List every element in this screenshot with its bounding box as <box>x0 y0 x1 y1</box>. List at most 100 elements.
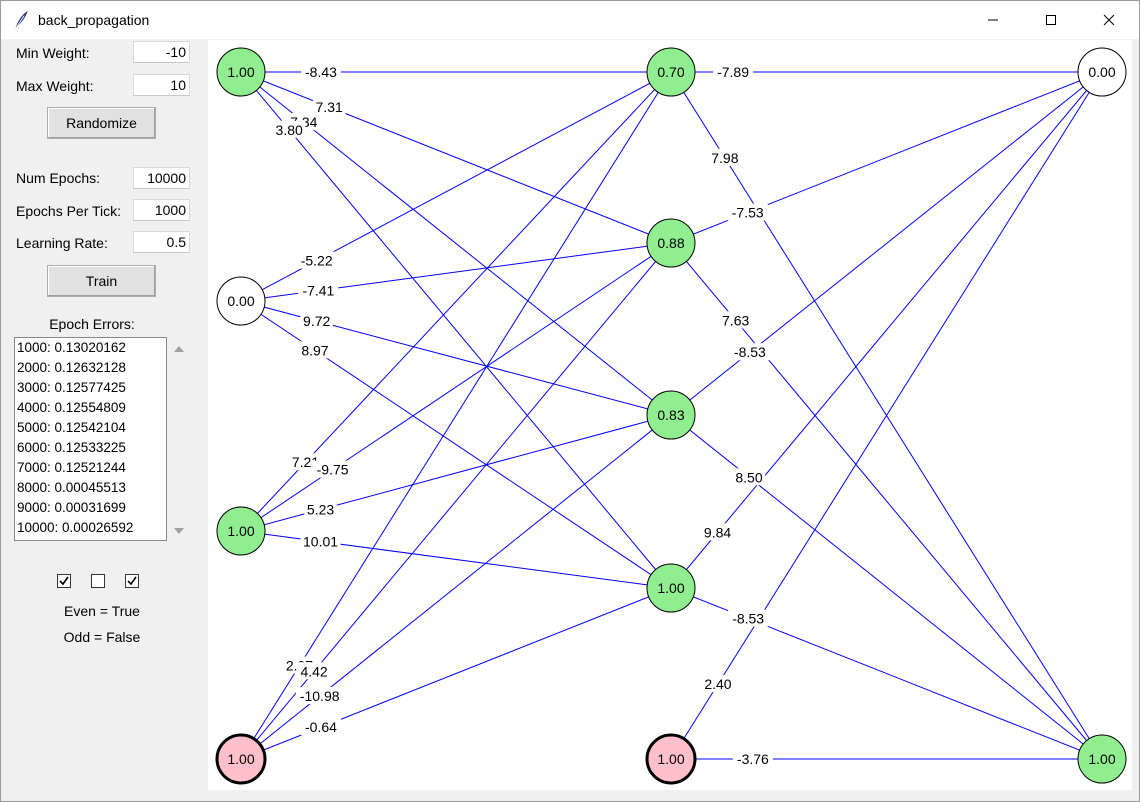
checkbox-input-3[interactable] <box>125 574 139 588</box>
checkmark-icon <box>59 576 69 586</box>
weight-label-bg <box>701 675 735 693</box>
odd-result-text: Odd = False <box>63 629 141 645</box>
node-circle <box>216 47 266 97</box>
edge-bias1-out0 <box>670 71 1103 760</box>
title-bar[interactable]: back_propagation <box>1 1 1139 39</box>
node-value: 1.00 <box>227 751 254 767</box>
max-weight-field[interactable]: 10 <box>133 74 190 96</box>
node-circle <box>1077 734 1127 784</box>
node-circle <box>215 733 267 785</box>
edge-bias0-h0 <box>240 71 672 760</box>
node-h3[interactable]: 1.00 <box>646 563 696 613</box>
node-in2[interactable]: 1.00 <box>216 506 266 556</box>
weight-label-bg <box>296 251 337 269</box>
list-item[interactable]: 3000: 0.12577425 <box>17 380 126 395</box>
node-value: 1.00 <box>227 64 254 80</box>
learning-rate-field[interactable]: 0.5 <box>133 231 190 253</box>
weight-label: -7.41 <box>302 283 334 299</box>
weight-label-bg <box>297 662 331 680</box>
node-bias1[interactable]: 1.00 <box>645 733 697 785</box>
node-in0[interactable]: 1.00 <box>216 47 266 97</box>
node-value: 1.00 <box>657 751 684 767</box>
node-value: 0.00 <box>227 293 254 309</box>
node-value: 1.00 <box>1088 751 1115 767</box>
list-item[interactable]: 1000: 0.13020162 <box>17 340 126 355</box>
node-bias0[interactable]: 1.00 <box>215 733 267 785</box>
weight-label: -8.53 <box>734 344 766 360</box>
node-out1[interactable]: 1.00 <box>1077 734 1127 784</box>
epoch-errors-label: Epoch Errors: <box>49 316 135 332</box>
epochs-per-tick-label: Epochs Per Tick: <box>16 203 122 219</box>
epoch-errors-list[interactable]: 1000: 0.13020162 2000: 0.12632128 3000: … <box>14 337 167 541</box>
weight-label: 4.42 <box>300 663 327 679</box>
weight-label-bg <box>312 460 353 478</box>
weight-label: -5.22 <box>301 253 333 269</box>
node-h0[interactable]: 0.70 <box>646 47 696 97</box>
weight-label: -7.53 <box>732 205 764 221</box>
node-h2[interactable]: 0.83 <box>646 390 696 440</box>
node-circle <box>646 563 696 613</box>
list-item[interactable]: 4000: 0.12554809 <box>17 400 126 415</box>
node-in1[interactable]: 0.00 <box>216 276 266 326</box>
node-h1[interactable]: 0.88 <box>646 218 696 268</box>
close-icon <box>1103 14 1115 26</box>
checkbox-input-2[interactable] <box>91 574 105 588</box>
list-item[interactable]: 2000: 0.12632128 <box>17 360 126 375</box>
weight-label-bg <box>295 687 344 705</box>
network-canvas[interactable]: -8.437.317.343.80-5.22-7.419.728.977.21-… <box>208 40 1132 790</box>
node-circle <box>216 506 266 556</box>
network-diagram: -8.437.317.343.80-5.22-7.419.728.977.21-… <box>215 47 1127 785</box>
minimize-icon <box>988 19 998 21</box>
close-button[interactable] <box>1080 1 1138 39</box>
edge-in0-h1 <box>240 71 672 244</box>
node-circle <box>646 390 696 440</box>
node-out0[interactable]: 0.00 <box>1077 47 1127 97</box>
weight-label: -8.43 <box>305 64 337 80</box>
weight-label-bg <box>272 120 306 138</box>
edge-h2-out0 <box>670 71 1103 416</box>
checkmark-icon <box>127 576 137 586</box>
weight-label: 3.80 <box>276 122 303 138</box>
weight-label-bg <box>708 148 742 166</box>
max-weight-label: Max Weight: <box>16 78 94 94</box>
weight-label-bg <box>727 203 768 221</box>
weight-label: 10.01 <box>303 534 338 550</box>
list-item[interactable]: 5000: 0.12542104 <box>17 420 126 435</box>
weight-label-bg <box>701 523 734 541</box>
weight-label: -7.89 <box>717 64 749 80</box>
train-button[interactable]: Train <box>47 265 156 297</box>
epochs-per-tick-field[interactable]: 1000 <box>133 199 190 221</box>
minimize-button[interactable] <box>964 1 1022 39</box>
edge-in0-h3 <box>240 71 672 589</box>
weight-label-bg <box>713 63 754 80</box>
maximize-button[interactable] <box>1022 1 1080 39</box>
list-item[interactable]: 7000: 0.12521244 <box>17 460 126 475</box>
weight-label-bg <box>729 343 770 361</box>
weight-label-bg <box>298 341 332 359</box>
node-circle <box>1077 47 1127 97</box>
scroll-down-arrow-icon[interactable] <box>172 524 186 538</box>
node-circle <box>645 733 697 785</box>
node-value: 0.83 <box>657 407 684 423</box>
node-circle <box>646 47 696 97</box>
checkbox-input-1[interactable] <box>57 574 71 588</box>
weight-label: -3.76 <box>737 751 769 767</box>
edge-h3-out0 <box>670 71 1103 589</box>
list-item[interactable]: 10000: 0.00026592 <box>17 520 134 535</box>
even-result-text: Even = True <box>64 603 140 619</box>
list-item[interactable]: 9000: 0.00031699 <box>17 500 126 515</box>
min-weight-field[interactable]: -10 <box>133 41 190 63</box>
learning-rate-label: Learning Rate: <box>16 235 108 251</box>
node-value: 0.88 <box>657 235 684 251</box>
list-item[interactable]: 8000: 0.00045513 <box>17 480 126 495</box>
node-value: 1.00 <box>227 523 254 539</box>
weight-label: 9.72 <box>303 313 330 329</box>
num-epochs-field[interactable]: 10000 <box>133 167 190 189</box>
scroll-up-arrow-icon[interactable] <box>172 342 186 356</box>
weight-label: 7.21 <box>292 454 319 470</box>
weight-label: -9.75 <box>317 462 349 478</box>
weight-label-bg <box>300 63 341 80</box>
randomize-button[interactable]: Randomize <box>47 107 156 139</box>
list-item[interactable]: 6000: 0.12533225 <box>17 440 126 455</box>
